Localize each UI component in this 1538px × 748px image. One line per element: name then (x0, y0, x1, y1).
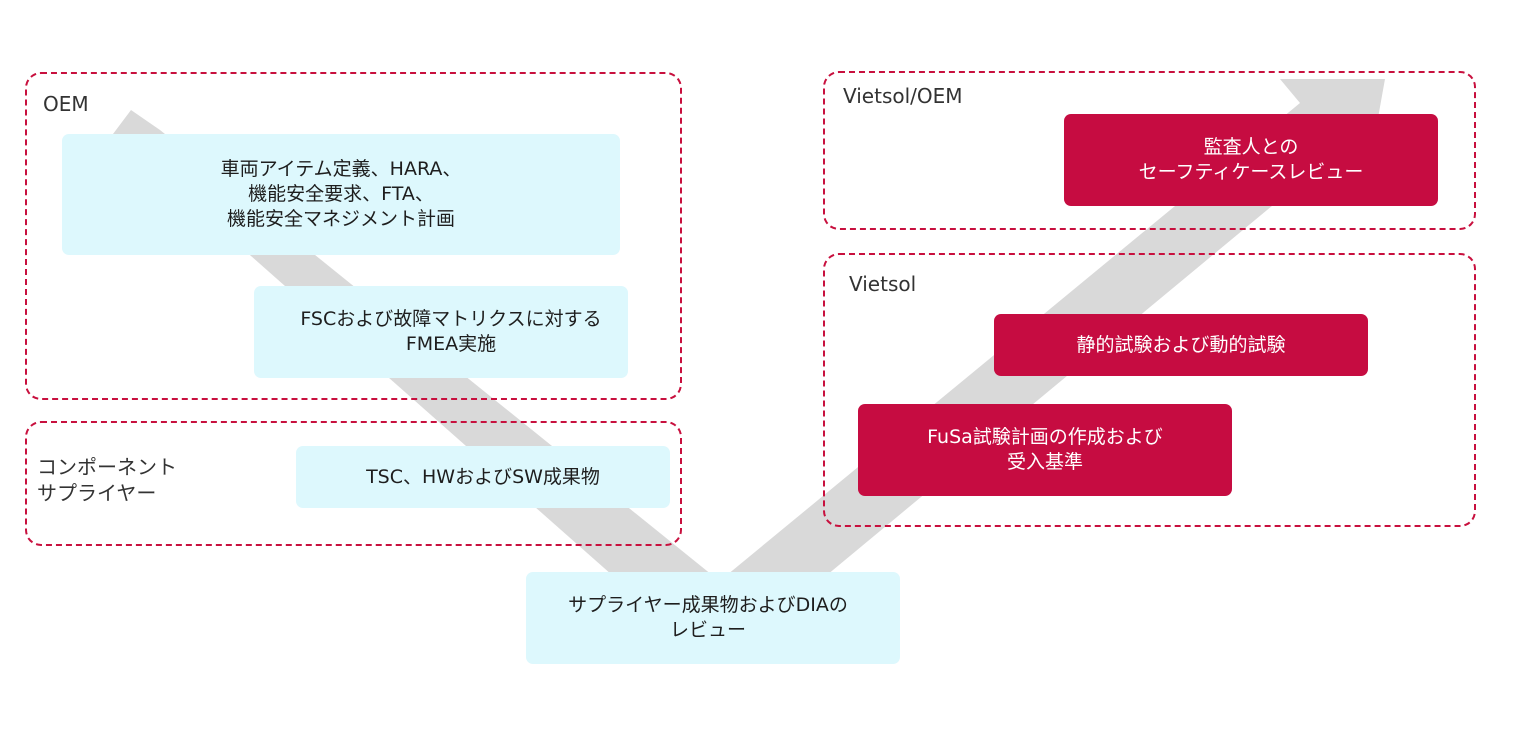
box-supplier-review: サプライヤー成果物およびDIAの レビュー (526, 572, 900, 664)
group-label-oem: OEM (43, 92, 89, 116)
box-tsc-deliverables: TSC、HWおよびSW成果物 (296, 446, 670, 508)
group-oem: OEM (25, 72, 682, 400)
box-test-plan: FuSa試験計画の作成および 受入基準 (858, 404, 1232, 496)
group-label-vietsol: Vietsol (849, 272, 917, 296)
group-label-component-supplier: コンポーネント サプライヤー (37, 455, 177, 505)
box-item-definition: 車両アイテム定義、HARA、 機能安全要求、FTA、 機能安全マネジメント計画 (62, 134, 620, 255)
group-label-vietsol-oem: Vietsol/OEM (843, 84, 963, 108)
group-vietsol: Vietsol (823, 253, 1476, 527)
box-safety-case-review: 監査人との セーフティケースレビュー (1064, 114, 1438, 206)
box-static-dynamic-test: 静的試験および動的試験 (994, 314, 1368, 376)
group-component-supplier: コンポーネント サプライヤー (25, 421, 682, 546)
box-fmea: FSCおよび故障マトリクスに対する FMEA実施 (254, 286, 628, 378)
group-vietsol-oem: Vietsol/OEM (823, 71, 1476, 230)
